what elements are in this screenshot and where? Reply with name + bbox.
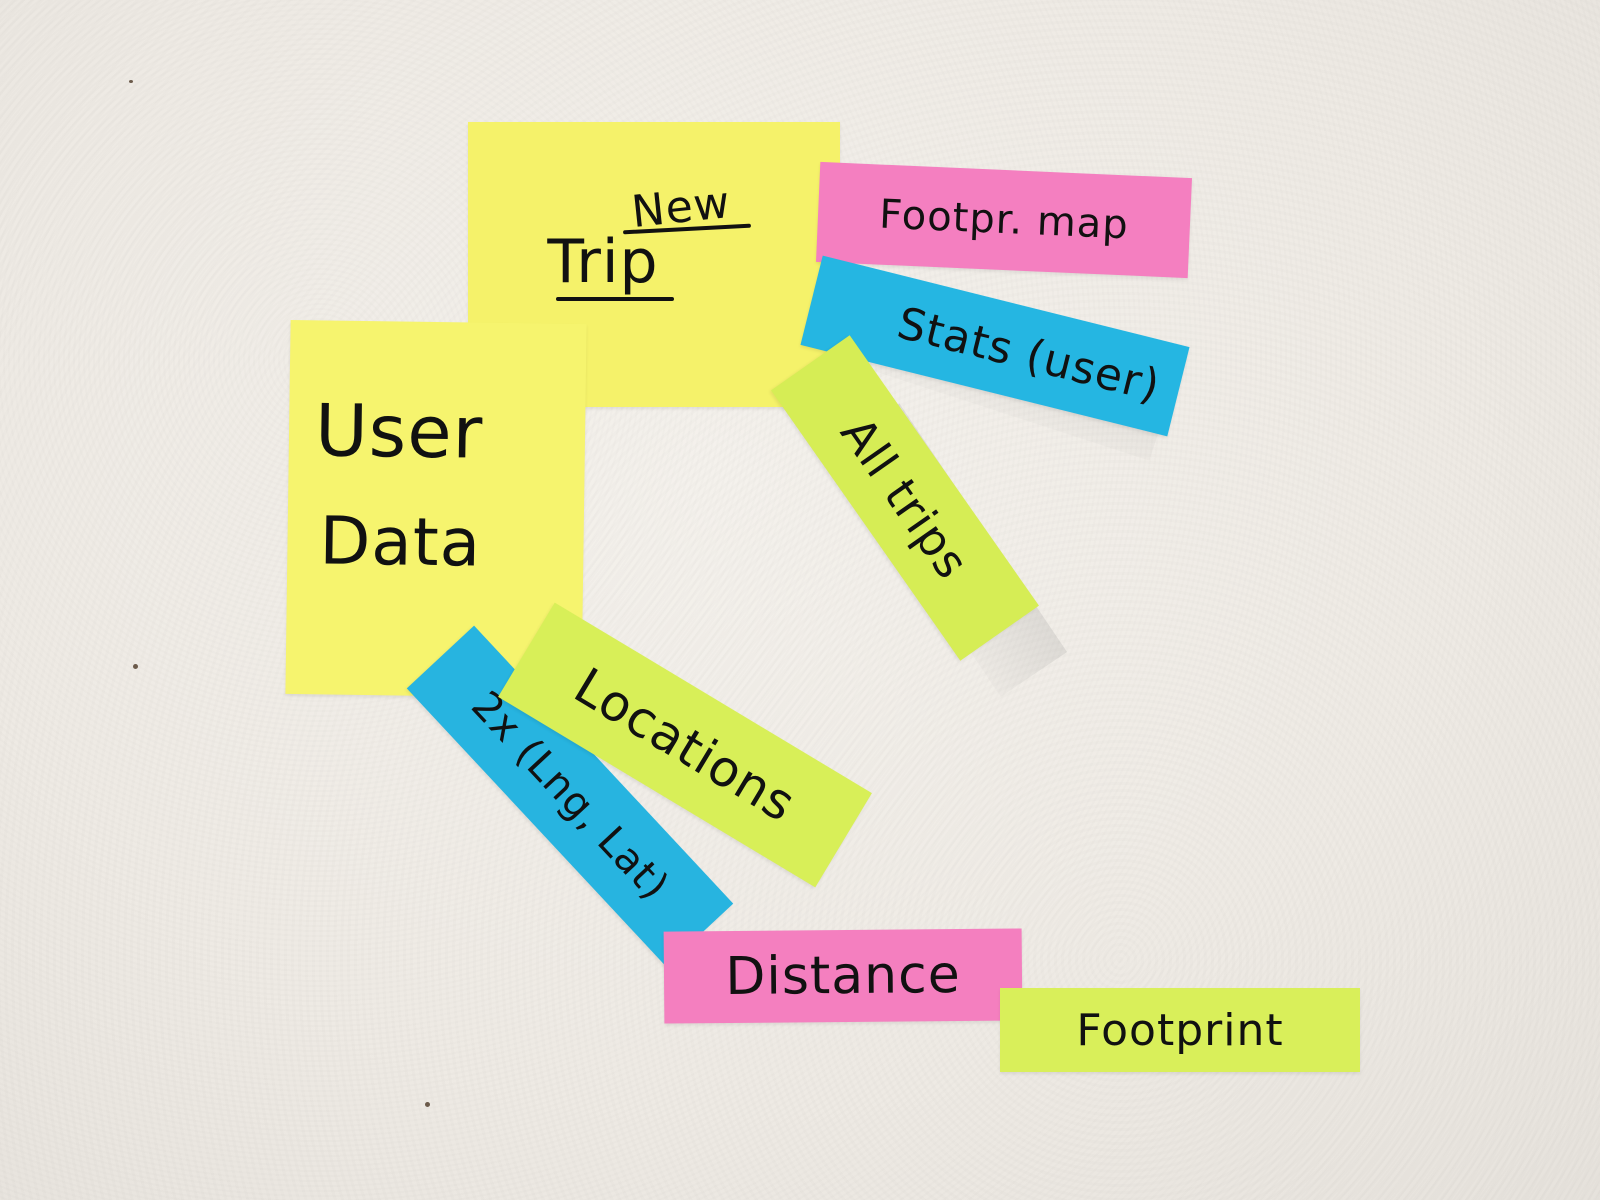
distance-strip[interactable]: Distance [663, 928, 1023, 1024]
footprint-paper [1000, 988, 1360, 1072]
footpr-map-label: Footpr. map [878, 191, 1130, 249]
footprint-label: Footprint [1076, 1004, 1284, 1056]
footprint-strip[interactable]: Footprint [1000, 988, 1360, 1072]
wall-speck [129, 80, 133, 83]
wall-speck [133, 664, 138, 669]
wall-speck [425, 1102, 430, 1107]
footpr-map-strip[interactable]: Footpr. map [815, 161, 1193, 279]
new-trip-underline-trip [556, 297, 674, 301]
new-trip-label-trip: Trip [547, 227, 659, 297]
user-data-label-data: Data [319, 501, 482, 582]
user-data-label-user: User [314, 388, 484, 475]
distance-label: Distance [725, 944, 961, 1008]
